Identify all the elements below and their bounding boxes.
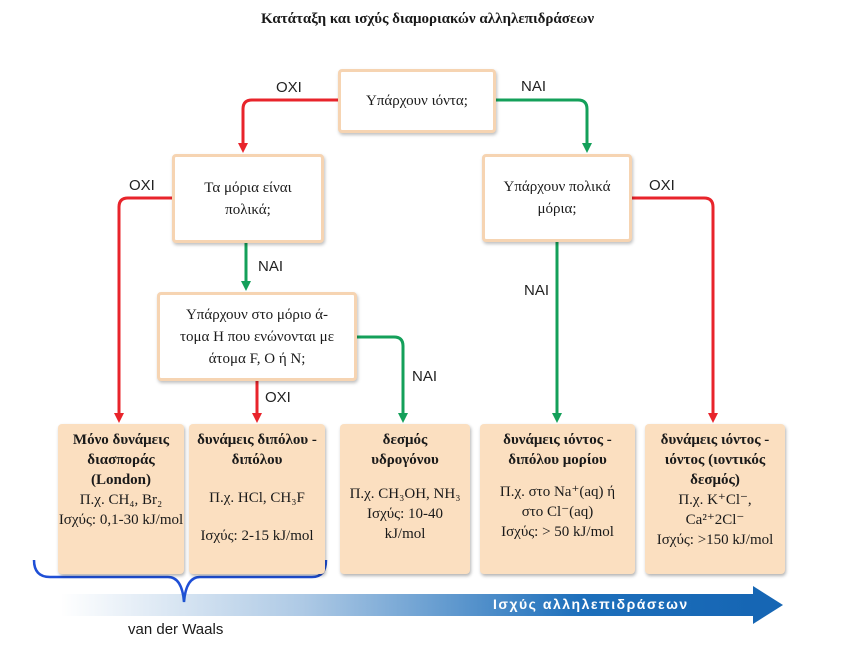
diagram-title: Κατάταξη και ισχύς διαμοριακών αλληλεπιδ… — [260, 11, 595, 27]
result-ion-dipole-example: Π.χ. στο Na⁺(aq) ή στο Cl⁻(aq) — [499, 484, 616, 520]
result-dipole-dipole: δυνάμεις διπόλου - διπόλου Π.χ. HCl, CH₃… — [189, 424, 325, 574]
question-ions: Υπάρχουν ιόντα; — [338, 69, 496, 133]
arrow-polarpresent-no — [632, 196, 718, 423]
result-ion-ion-example: Π.χ. K⁺Cl⁻, Ca²⁺2Cl⁻ — [678, 492, 752, 528]
result-ion-ion-strength: Ισχύς: >150 kJ/mol — [656, 532, 774, 548]
label-polar-no: ΟΧΙ — [129, 177, 155, 194]
result-dipole-dipole-strength: Ισχύς: 2-15 kJ/mol — [200, 528, 314, 544]
label-ions-no: ΟΧΙ — [276, 79, 302, 96]
result-london-title: Μόνο δυνάμεις διασποράς (London) — [72, 432, 170, 488]
arrow-hbond-yes — [357, 335, 408, 423]
arrow-polar-no — [114, 196, 172, 423]
result-london-strength: Ισχύς: 0,1-30 kJ/mol — [58, 512, 184, 528]
result-hydrogen-bond-title: δεσμός υδρογόνου — [371, 432, 439, 468]
label-hbond-yes: ΝΑΙ — [412, 368, 438, 385]
label-polarpresent-yes: ΝΑΙ — [524, 282, 550, 299]
result-ion-ion: δυνάμεις ιόντος - ιόντος (ιοντικός δεσμό… — [645, 424, 785, 574]
result-hydrogen-bond-strength: Ισχύς: 10-40 kJ/mol — [366, 506, 444, 542]
label-polarpresent-no: ΟΧΙ — [649, 177, 675, 194]
strength-arrow-head — [753, 586, 783, 624]
result-london: Μόνο δυνάμεις διασποράς (London) Π.χ. CH… — [58, 424, 184, 574]
label-hbond-no: ΟΧΙ — [265, 389, 291, 406]
question-polar-molecules: Τα μόρια είναι πολικά; — [172, 154, 324, 243]
question-polar-present: Υπάρχουν πολικά μόρια; — [482, 154, 632, 242]
result-london-example: Π.χ. CH₄, Br₂ — [79, 492, 163, 508]
result-ion-dipole: δυνάμεις ιόντος - διπόλου μορίου Π.χ. στ… — [480, 424, 635, 574]
result-hydrogen-bond: δεσμός υδρογόνου Π.χ. CH₃OH, NH₃ Ισχύς: … — [340, 424, 470, 574]
arrow-ions-yes — [496, 98, 592, 153]
result-dipole-dipole-title: δυνάμεις διπόλου - διπόλου — [197, 432, 317, 468]
arrow-ions-no — [238, 98, 338, 153]
result-dipole-dipole-example: Π.χ. HCl, CH₃F — [209, 490, 305, 506]
question-hydrogen-bond: Υπάρχουν στο μόριο ά-τομα Η που ενώνοντα… — [157, 292, 357, 381]
label-ions-yes: ΝΑΙ — [521, 78, 547, 95]
van-der-waals-label: van der Waals — [128, 621, 224, 638]
strength-scale-label: Ισχύς αλληλεπιδράσεων — [493, 596, 689, 612]
result-hydrogen-bond-example: Π.χ. CH₃OH, NH₃ — [349, 486, 461, 502]
result-ion-dipole-strength: Ισχύς: > 50 kJ/mol — [501, 524, 614, 540]
strength-scale-bar — [60, 594, 755, 616]
result-ion-dipole-title: δυνάμεις ιόντος - διπόλου μορίου — [503, 432, 612, 468]
label-polar-yes: ΝΑΙ — [258, 258, 284, 275]
result-ion-ion-title: δυνάμεις ιόντος - ιόντος (ιοντικός δεσμό… — [660, 432, 770, 488]
